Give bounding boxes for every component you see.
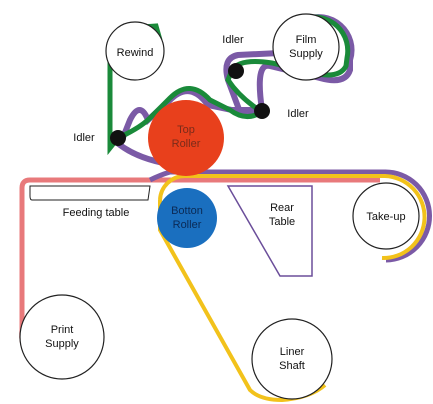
bottom-roller-label-1: Botton <box>171 205 203 217</box>
film-supply-label-1: Film <box>296 34 317 46</box>
liner-web-path <box>158 173 427 261</box>
liner-shaft-label-2: Shaft <box>279 360 305 372</box>
feeding-table <box>29 185 151 201</box>
bottom-roller <box>157 188 217 248</box>
top-roller <box>148 100 224 176</box>
idler-right <box>254 103 270 119</box>
liner-shaft <box>251 318 333 400</box>
idler-right-label: Idler <box>287 108 309 120</box>
rear-table-label-2: Table <box>269 216 295 228</box>
print-supply-shaft <box>19 294 105 380</box>
top-roller-label-2: Roller <box>172 138 201 150</box>
laminate-web-path <box>148 169 432 263</box>
bottom-roller-label-2: Roller <box>173 219 202 231</box>
rear-table-label-1: Rear <box>270 202 294 214</box>
rewind-label: Rewind <box>117 47 154 59</box>
feeding-table-label: Feeding table <box>63 207 130 219</box>
idler-top <box>228 63 244 79</box>
print-supply-label-1: Print <box>51 324 74 336</box>
top-roller-label-1: Top <box>177 124 195 136</box>
idler-left <box>110 130 126 146</box>
liner-shaft-label-1: Liner <box>280 346 305 358</box>
film-supply-label-2: Supply <box>289 48 323 60</box>
take-up-shaft <box>352 182 420 250</box>
take-up-label: Take-up <box>366 211 405 223</box>
idler-left-label: Idler <box>73 132 95 144</box>
rewind-shaft <box>105 21 165 81</box>
idler-top-label: Idler <box>222 34 244 46</box>
print-supply-label-2: Supply <box>45 338 79 350</box>
print-web-path <box>19 177 380 330</box>
film-supply-shaft <box>272 13 340 81</box>
rear-table <box>226 185 313 277</box>
